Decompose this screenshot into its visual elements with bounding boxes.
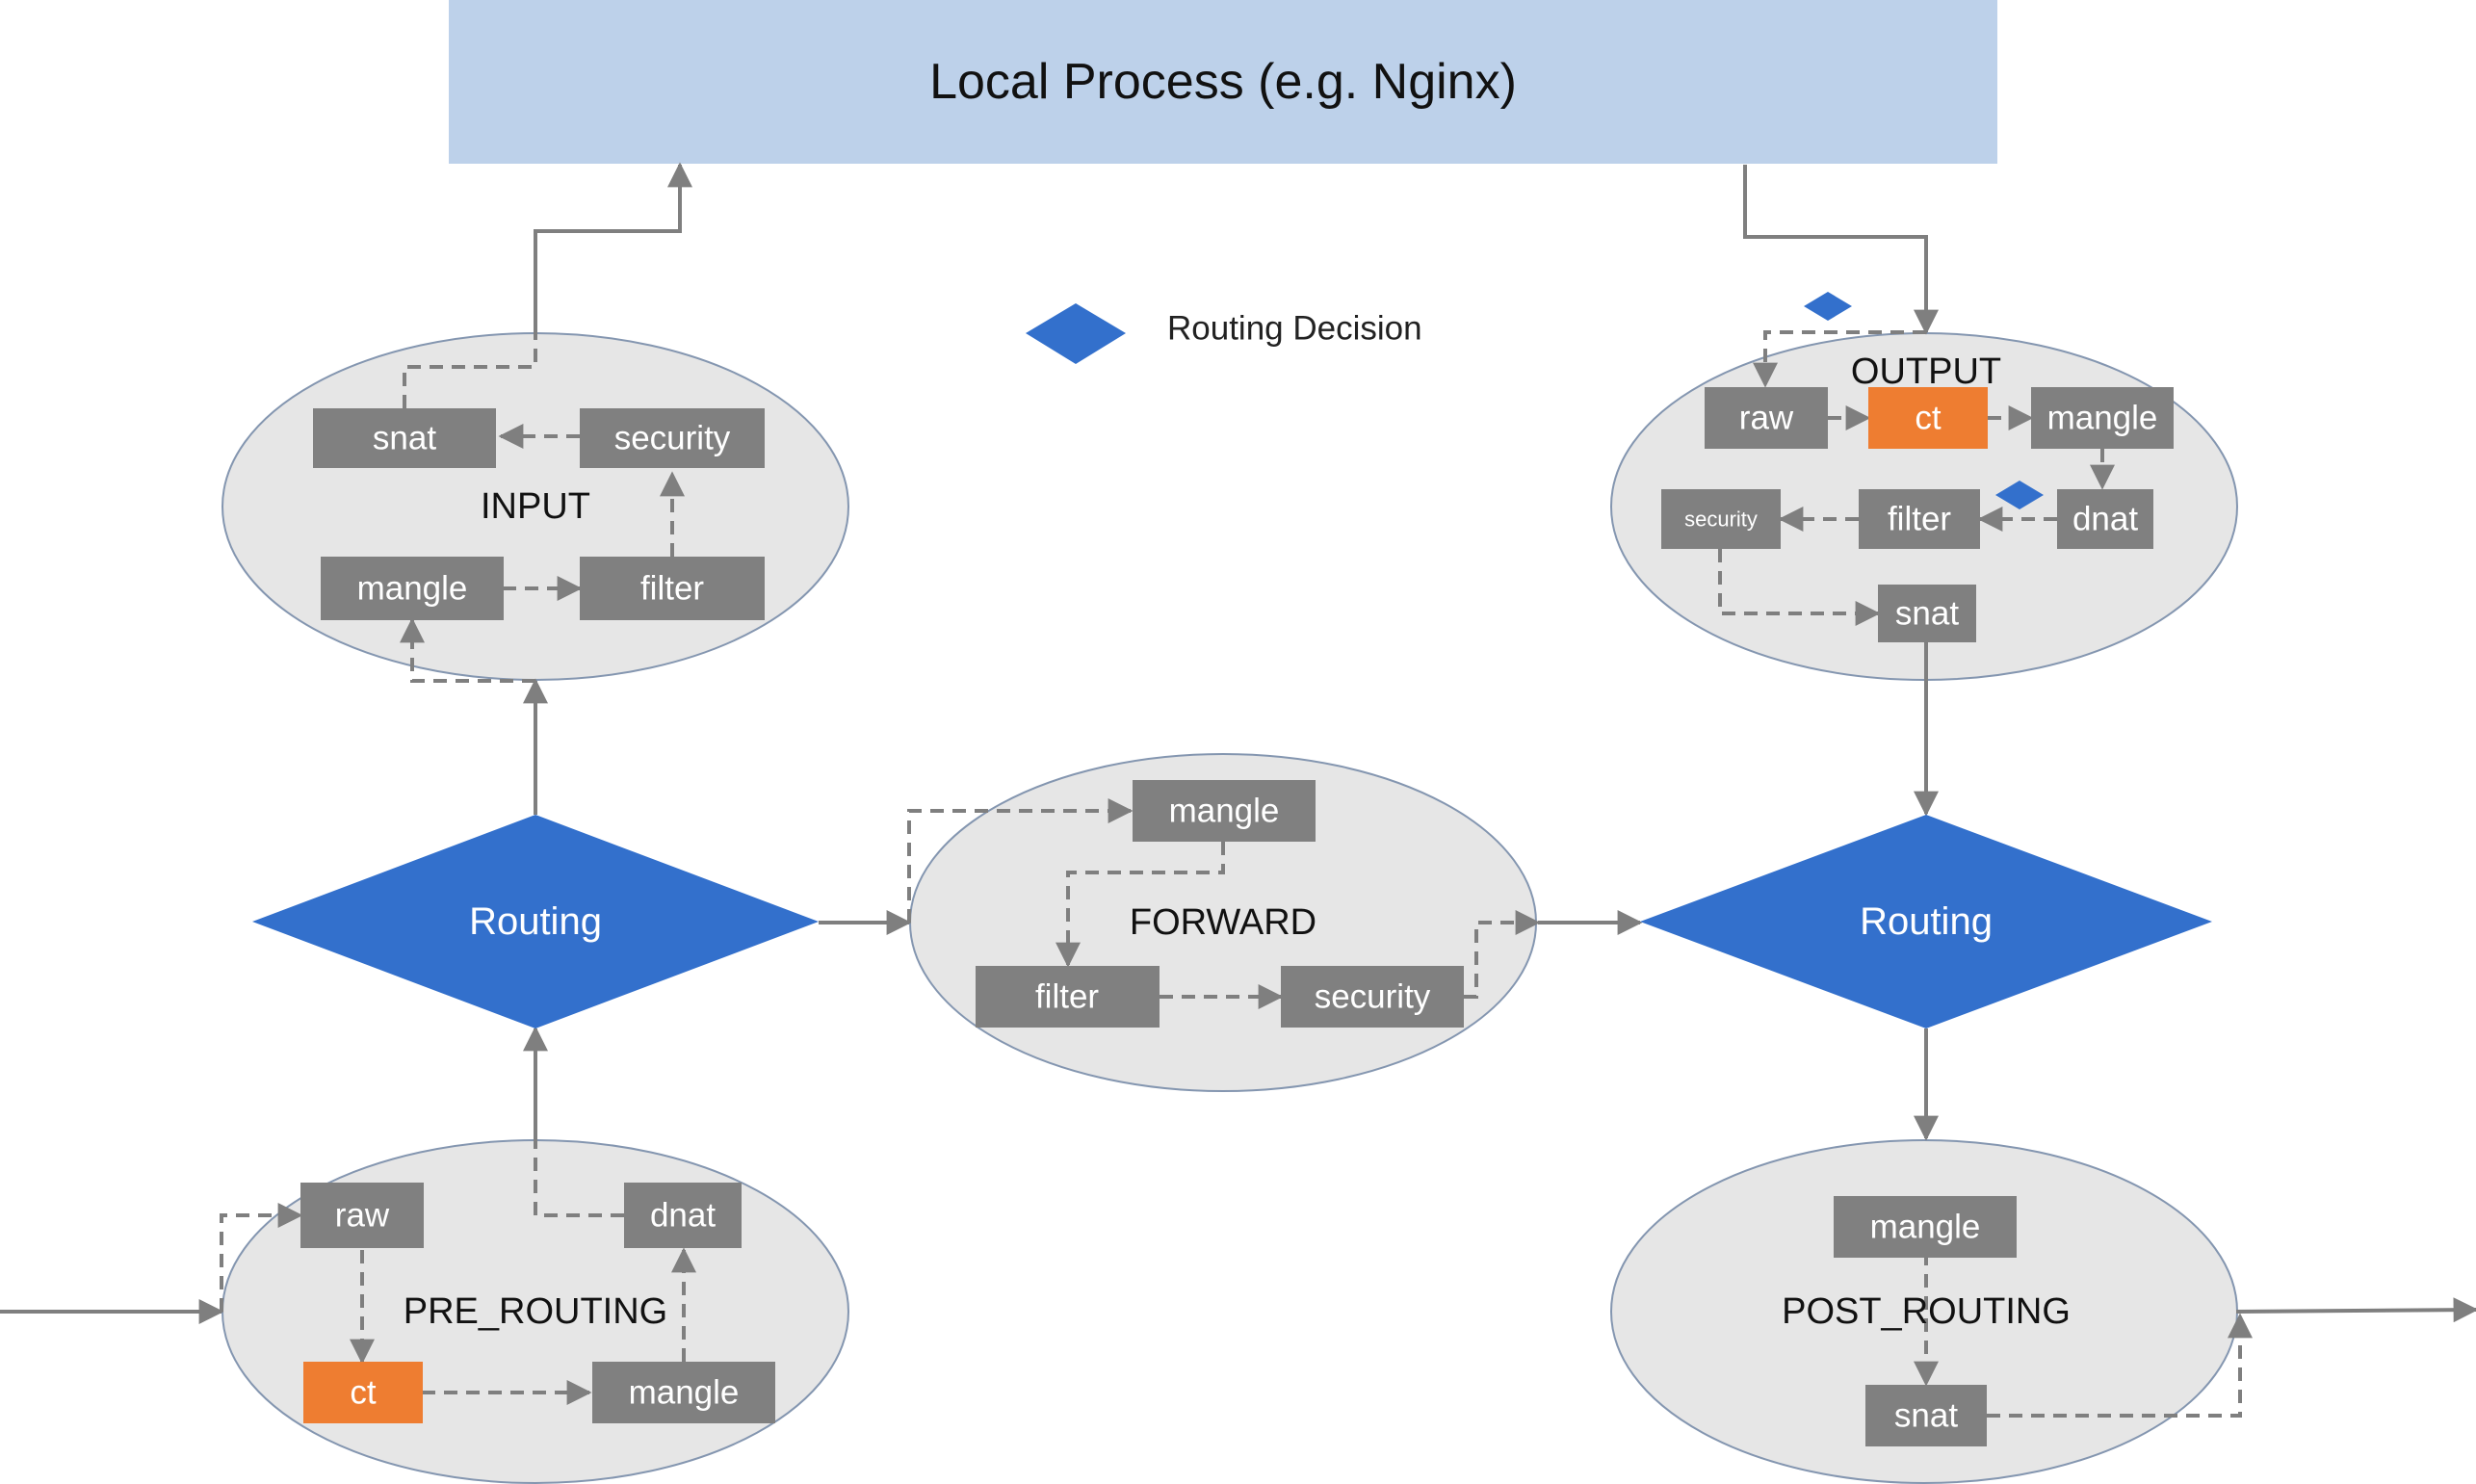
svg-text:mangle: mangle xyxy=(1870,1209,1981,1246)
svg-text:filter: filter xyxy=(1888,501,1951,538)
forward-chain-label: FORWARD xyxy=(1130,902,1316,943)
svg-text:filter: filter xyxy=(1035,978,1099,1016)
input-chain-label: INPUT xyxy=(481,486,590,527)
forward-table-mangle: mangle xyxy=(1133,780,1316,842)
svg-text:mangle: mangle xyxy=(2047,400,2158,437)
routing-right-label: Routing xyxy=(1860,900,1993,943)
pre-routing-table-ct: ct xyxy=(303,1362,423,1423)
routing-left-label: Routing xyxy=(469,900,602,943)
post-routing-table-mangle: mangle xyxy=(1834,1196,2017,1258)
svg-text:filter: filter xyxy=(640,570,704,608)
pre-routing-table-raw: raw xyxy=(300,1183,424,1248)
input-table-mangle: mangle xyxy=(321,557,504,620)
output-table-security: security xyxy=(1661,489,1781,549)
svg-text:snat: snat xyxy=(1894,1397,1958,1435)
svg-text:security: security xyxy=(614,420,731,457)
svg-text:ct: ct xyxy=(350,1374,377,1412)
svg-text:snat: snat xyxy=(373,420,436,457)
output-table-mangle: mangle xyxy=(2031,387,2174,449)
main-flow xyxy=(0,162,2476,1324)
svg-text:dnat: dnat xyxy=(650,1197,716,1235)
output-table-raw: raw xyxy=(1705,387,1828,449)
input-table-filter: filter xyxy=(580,557,765,620)
output-routing-marker-dnat xyxy=(1995,481,2044,509)
local-process-label: Local Process (e.g. Nginx) xyxy=(929,54,1517,110)
table-flow xyxy=(220,330,2253,1418)
legend-label: Routing Decision xyxy=(1167,310,1422,348)
svg-text:ct: ct xyxy=(1915,400,1942,437)
output-table-snat: snat xyxy=(1878,585,1976,642)
post-routing-table-snat: snat xyxy=(1865,1385,1987,1446)
routing-decision-legend-icon xyxy=(1026,303,1126,364)
post-routing-chain-label: POST_ROUTING xyxy=(1782,1291,2071,1332)
forward-table-security: security xyxy=(1281,966,1464,1028)
local-process: Local Process (e.g. Nginx) xyxy=(449,0,1997,164)
svg-text:mangle: mangle xyxy=(1169,793,1280,830)
input-table-security: security xyxy=(580,408,765,468)
svg-text:raw: raw xyxy=(335,1197,390,1235)
output-routing-marker-top xyxy=(1804,292,1852,321)
output-chain-label: OUTPUT xyxy=(1851,351,2001,392)
pre-routing-chain-label: PRE_ROUTING xyxy=(404,1291,667,1332)
svg-text:security: security xyxy=(1684,508,1758,532)
routing-decision-right: Routing xyxy=(1640,815,2212,1028)
output-table-ct: ct xyxy=(1868,387,1988,449)
svg-text:mangle: mangle xyxy=(357,570,468,608)
output-table-dnat: dnat xyxy=(2057,489,2153,549)
svg-text:snat: snat xyxy=(1895,595,1959,633)
legend: Routing Decision xyxy=(1026,303,1422,364)
svg-text:dnat: dnat xyxy=(2072,501,2138,538)
input-table-snat: snat xyxy=(313,408,496,468)
svg-text:security: security xyxy=(1315,978,1431,1016)
routing-decision-left: Routing xyxy=(252,815,819,1028)
pre-routing-table-mangle: mangle xyxy=(592,1362,775,1423)
svg-text:raw: raw xyxy=(1739,400,1794,437)
pre-routing-table-dnat: dnat xyxy=(624,1183,742,1248)
svg-text:mangle: mangle xyxy=(629,1374,740,1412)
output-table-filter: filter xyxy=(1859,489,1980,549)
forward-table-filter: filter xyxy=(976,966,1160,1028)
